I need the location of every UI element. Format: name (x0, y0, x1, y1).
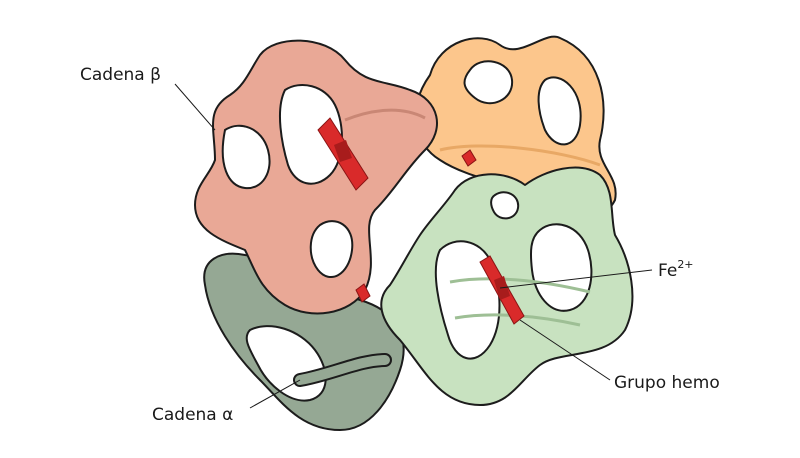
beta-chain-front-tube-hole-2 (221, 124, 271, 190)
iron-charge-superscript: 2+ (677, 258, 693, 271)
beta-chain-back-tube-hole-2 (537, 76, 582, 146)
iron-leader (499, 269, 653, 289)
beta-chain-front-tube-hole-1 (279, 84, 343, 185)
alpha-chain-back-tail-fill (295, 355, 390, 385)
beta-chain-label: Cadena β (80, 65, 161, 85)
beta-chain-front (194, 39, 438, 315)
heme-group-label: Grupo hemo (614, 373, 720, 393)
beta-chain-front-helix-strand (344, 108, 426, 122)
beta-chain-back-tube-hole-1 (463, 60, 514, 105)
heme-group-beta-back (461, 149, 477, 167)
alpha-chain-front-helix-strand-1 (449, 277, 591, 294)
heme-group-beta-front-center (334, 140, 352, 162)
labels: Cadena β Cadena α Fe2+ Grupo hemo (80, 65, 720, 425)
alpha-chain-front-tube-hole-3 (490, 191, 520, 220)
heme-group-leader (519, 319, 611, 381)
beta-chain-back-band (439, 144, 601, 167)
alpha-chain-front-tube-hole-1 (434, 240, 501, 360)
heme-groups (317, 117, 525, 325)
leader-lines (174, 83, 653, 409)
beta-chain-leader (174, 83, 216, 131)
beta-chain-front-tube-hole-3 (309, 220, 354, 279)
alpha-chain-label: Cadena α (152, 405, 233, 425)
alpha-chain-leader (249, 379, 301, 409)
heme-group-alpha-back (355, 283, 371, 303)
iron-label: Fe2+ (658, 258, 694, 281)
iron-symbol: Fe (658, 261, 677, 281)
